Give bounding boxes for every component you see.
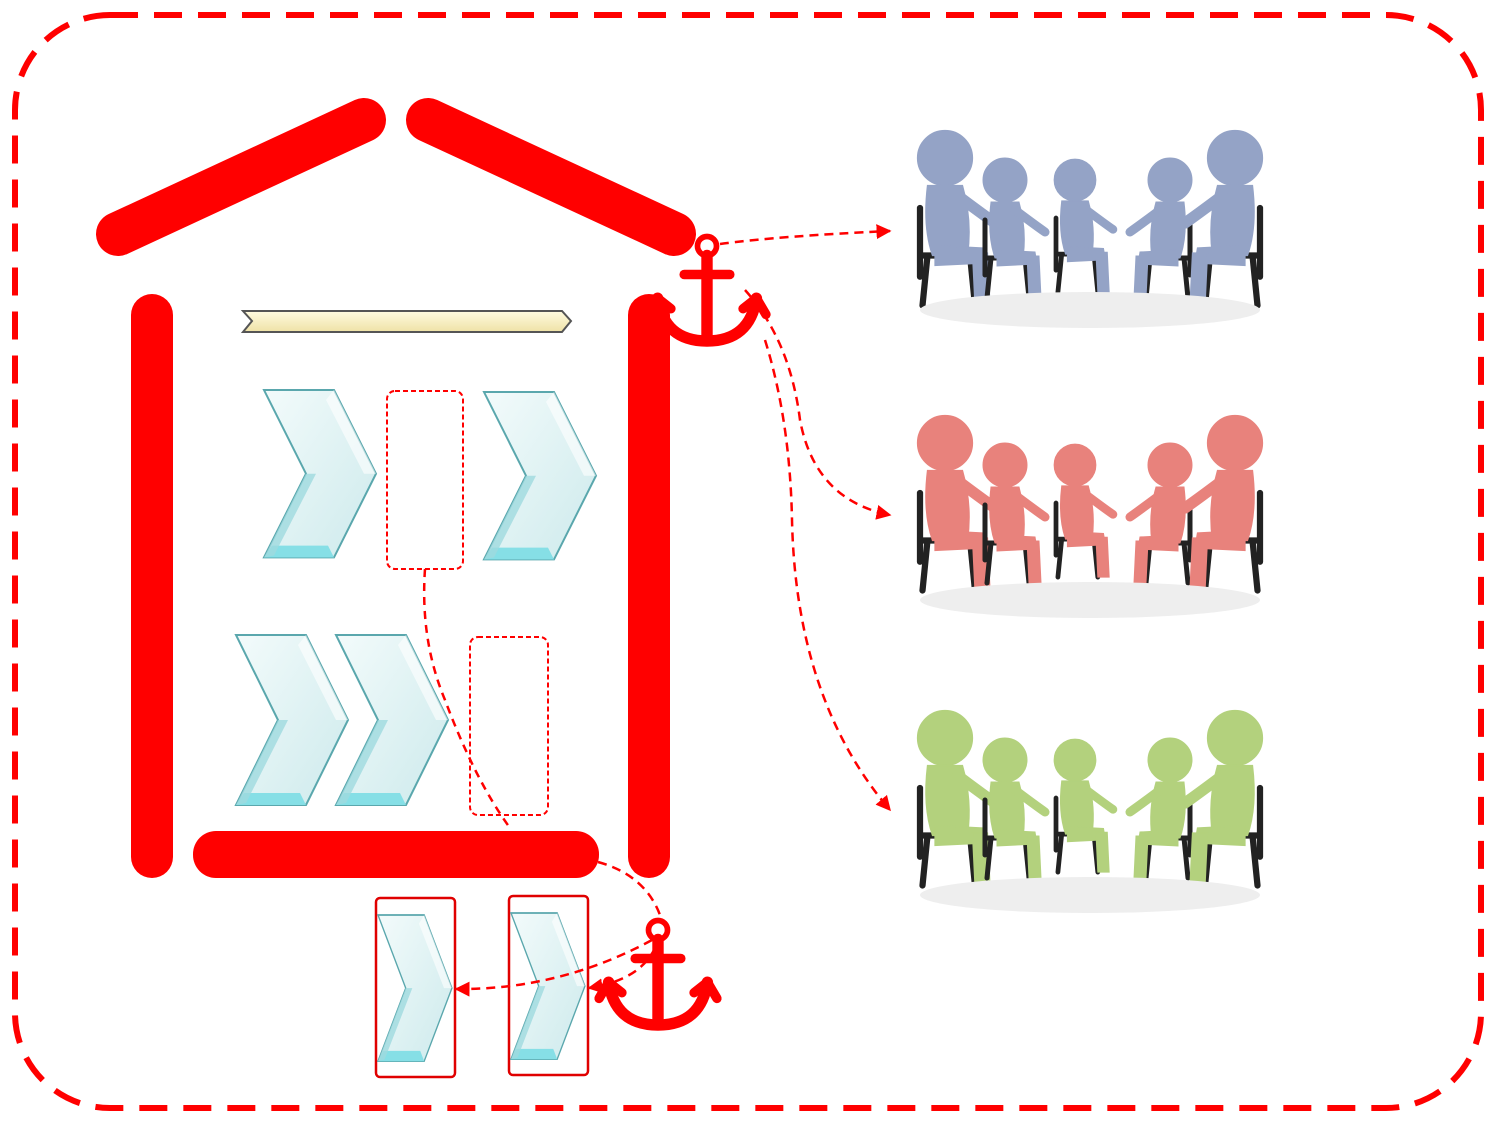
house-left-wall <box>131 294 173 878</box>
house-floor-bar <box>193 831 599 878</box>
house-right-wall <box>628 294 670 878</box>
people-group-icon <box>918 131 1263 306</box>
chevron-row1-a <box>263 389 377 559</box>
placeholder-box-row2 <box>469 636 549 816</box>
roof-right-bar <box>406 98 696 256</box>
chevron-row2-a <box>235 634 349 806</box>
placeholder-box-row1 <box>386 390 464 570</box>
arrow-to-blue-group <box>719 224 892 246</box>
anchor-icon <box>599 921 717 1026</box>
dashed-link-floor <box>597 860 662 916</box>
banner-bar <box>240 310 573 333</box>
people-group-icon <box>918 416 1263 591</box>
arrow-to-green-group <box>763 339 891 812</box>
people-group-icon <box>918 711 1263 886</box>
group-shadow <box>920 877 1260 913</box>
dashed-link-inner <box>422 568 512 829</box>
outer-dashed-frame <box>12 12 1484 1111</box>
chevron-bottom-a <box>377 914 453 1063</box>
chevron-row1-b <box>483 391 597 561</box>
arrow-to-red-group <box>744 289 892 520</box>
arrow-to-bottom-box-b <box>587 947 657 994</box>
group-shadow <box>920 582 1260 618</box>
chevron-bottom-b <box>510 912 586 1061</box>
roof-left-bar <box>96 98 386 256</box>
group-shadow <box>920 292 1260 328</box>
